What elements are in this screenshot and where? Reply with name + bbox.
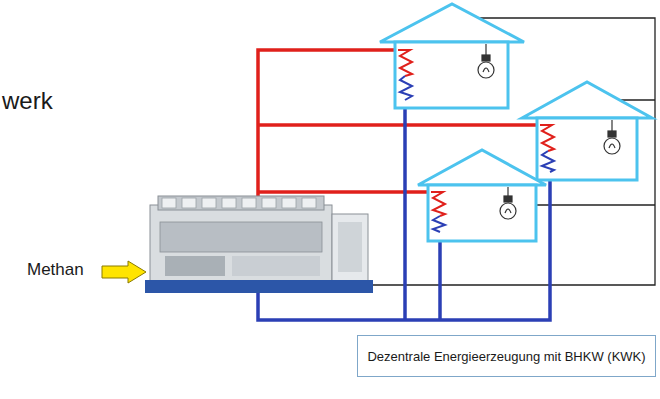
figure-label: werk [2, 87, 53, 115]
power-line [368, 18, 655, 285]
heater-coil [431, 192, 445, 216]
house-roof [380, 4, 524, 42]
caption-box: Dezentrale Energieerzeugung mit BHKW (KW… [357, 335, 656, 377]
house-roof [418, 150, 546, 185]
light-bulb [500, 187, 516, 219]
heater-coil [540, 125, 554, 151]
supply-pipe [258, 123, 540, 127]
power-lines [368, 18, 655, 285]
house-roof [522, 82, 652, 118]
supply-pipe [258, 50, 398, 210]
house-body [395, 42, 508, 108]
heater-coil [400, 76, 412, 100]
caption-text: Dezentrale Energieerzeugung mit BHKW (KW… [367, 349, 645, 364]
gas-arrow [102, 261, 146, 283]
light-bulbs [478, 44, 620, 219]
heater-coil [542, 151, 554, 172]
return-pipe [403, 100, 407, 320]
power-line [536, 204, 655, 205]
chp-engine [145, 196, 373, 293]
house-body [537, 118, 637, 180]
houses [380, 4, 652, 241]
heater-coil [398, 50, 412, 76]
heater-coil [433, 216, 445, 232]
light-bulb [604, 120, 620, 154]
fuel-label: Methan [27, 260, 84, 280]
light-bulb [478, 44, 494, 78]
heater-coils [398, 50, 554, 232]
house-body [428, 185, 536, 241]
return-pipe [438, 232, 442, 320]
